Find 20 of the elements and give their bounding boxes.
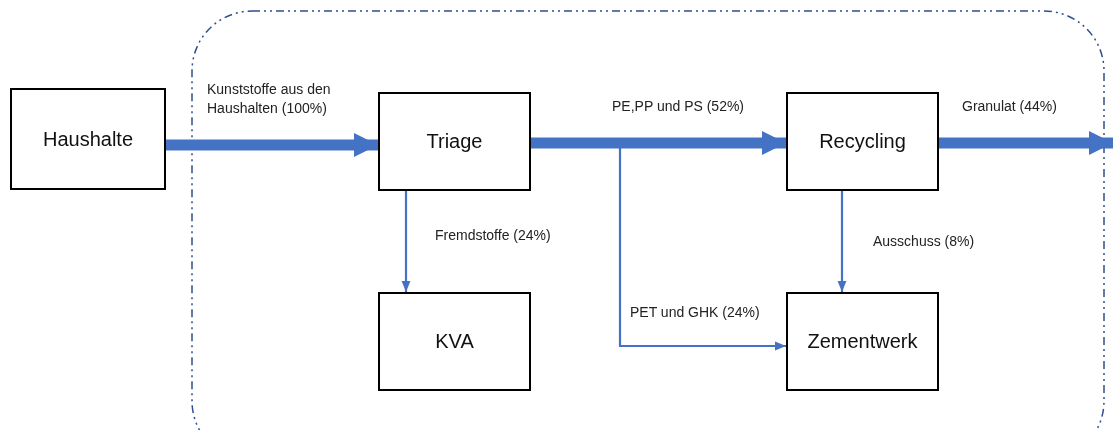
- arrow: [401, 191, 411, 292]
- box-label: Zementwerk: [807, 330, 918, 353]
- edge-label: PET und GHK (24%): [630, 303, 760, 322]
- arrow: [939, 130, 1113, 156]
- box-label: Haushalte: [42, 127, 134, 151]
- box-label: KVA: [435, 330, 474, 353]
- edge-label: Granulat (44%): [962, 97, 1057, 116]
- box-label: Triage: [426, 130, 483, 153]
- process-box: [786, 292, 939, 391]
- process-box: [378, 292, 531, 391]
- arrow: [531, 130, 786, 156]
- edge-label: PE,PP und PS (52%): [612, 97, 745, 116]
- arrow: [166, 132, 378, 158]
- process-box: [10, 88, 166, 190]
- box-label: Recycling: [819, 130, 906, 153]
- arrow: [837, 191, 847, 292]
- process-box: [378, 92, 531, 191]
- edge-label: Ausschuss (8%): [873, 232, 975, 251]
- process-box: [786, 92, 939, 191]
- edge-label: Fremdstoffe (24%): [435, 226, 551, 245]
